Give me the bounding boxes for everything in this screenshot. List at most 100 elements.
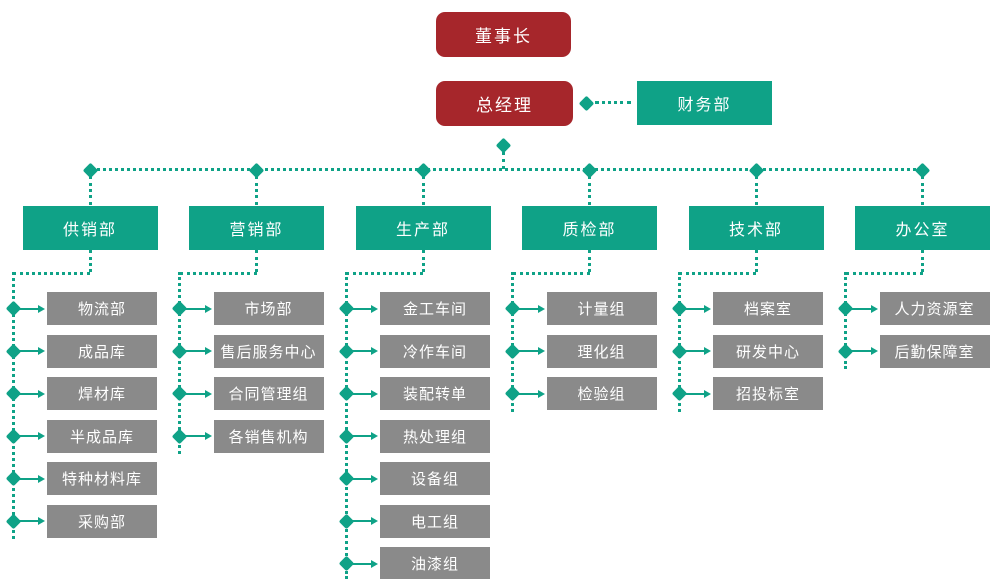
- subunit-node-4-2: 招投标室: [713, 377, 823, 410]
- subtree-rail-line: [677, 272, 681, 412]
- subunit-arrow-line: [184, 435, 206, 437]
- subunit-arrow-head-icon: [371, 432, 378, 440]
- subunit-node-0-4: 特种材料库: [47, 462, 157, 495]
- subunit-arrow-head-icon: [38, 474, 45, 483]
- subunit-node-5-1: 后勤保障室: [879, 334, 990, 368]
- subunit-arrow-line: [18, 350, 39, 352]
- subunit-arrow-line: [184, 350, 206, 352]
- subunit-node-2-0: 金工车间: [380, 292, 490, 325]
- subunit-arrow-head-icon: [371, 474, 378, 483]
- gm-finance-connector-dot: [578, 95, 595, 112]
- subtree-rail-line: [11, 272, 15, 539]
- subunit-arrow-line: [351, 562, 372, 565]
- subunit-arrow-line: [351, 392, 372, 395]
- subunit-arrow-line: [184, 392, 206, 395]
- subunit-arrow-head-icon: [38, 432, 45, 440]
- subunit-arrow-head-icon: [204, 389, 212, 398]
- subtree-rail-line: [844, 272, 847, 369]
- subunit-node-0-1: 成品库: [47, 334, 157, 368]
- subtree-stem-line: [421, 250, 425, 272]
- subunit-node-0-3: 半成品库: [47, 419, 157, 453]
- subtree-rail-line: [511, 272, 514, 412]
- department-drop-line: [588, 176, 591, 205]
- subunit-node-2-4: 设备组: [380, 462, 490, 495]
- subunit-arrow-head-icon: [204, 304, 212, 313]
- subunit-arrow-line: [684, 392, 705, 395]
- subunit-node-0-2: 焊材库: [47, 377, 157, 410]
- subunit-arrow-line: [351, 520, 372, 522]
- subtree-rail-line: [178, 272, 181, 454]
- subunit-arrow-line: [850, 350, 872, 352]
- subunit-node-3-2: 检验组: [546, 377, 657, 410]
- subunit-arrow-head-icon: [38, 304, 45, 313]
- subunit-node-5-0: 人力资源室: [879, 292, 990, 325]
- finance-department-node: 财务部: [637, 81, 772, 125]
- subtree-elbow-line: [179, 272, 257, 275]
- chairman-node: 董事长: [436, 12, 571, 57]
- subunit-arrow-head-icon: [204, 347, 212, 355]
- subunit-arrow-line: [517, 392, 539, 395]
- subtree-stem-line: [88, 250, 92, 272]
- subunit-arrow-line: [18, 477, 39, 480]
- subtree-stem-line: [754, 250, 758, 272]
- subunit-arrow-head-icon: [38, 389, 45, 398]
- subunit-arrow-head-icon: [204, 432, 212, 440]
- subunit-arrow-line: [18, 435, 39, 437]
- subunit-arrow-line: [684, 350, 705, 352]
- department-drop-line: [421, 176, 425, 205]
- subunit-arrow-line: [684, 307, 705, 310]
- subtree-elbow-line: [512, 272, 590, 275]
- subunit-node-3-0: 计量组: [546, 292, 657, 325]
- subunit-arrow-head-icon: [870, 304, 878, 313]
- subtree-stem-line: [588, 250, 591, 272]
- department-node-5: 办公室: [855, 206, 990, 250]
- subunit-arrow-line: [351, 350, 372, 352]
- subunit-node-4-1: 研发中心: [713, 334, 823, 368]
- department-drop-line: [255, 176, 258, 205]
- subunit-node-2-6: 油漆组: [380, 547, 490, 579]
- department-drop-line: [754, 176, 758, 205]
- subunit-node-2-2: 装配转单: [380, 377, 490, 410]
- subunit-arrow-head-icon: [371, 389, 378, 398]
- subunit-arrow-line: [351, 477, 372, 480]
- subtree-elbow-line: [346, 272, 423, 275]
- subunit-arrow-line: [850, 307, 872, 310]
- subunit-node-1-0: 市场部: [213, 292, 324, 325]
- subunit-arrow-line: [517, 307, 539, 310]
- subunit-arrow-line: [18, 392, 39, 395]
- subunit-arrow-head-icon: [371, 304, 378, 313]
- subunit-arrow-head-icon: [371, 559, 378, 568]
- subunit-arrow-head-icon: [704, 389, 711, 398]
- department-drop-line: [88, 176, 92, 205]
- general-manager-node: 总经理: [436, 81, 573, 126]
- subunit-node-2-3: 热处理组: [380, 419, 490, 453]
- department-node-1: 营销部: [189, 206, 324, 250]
- subunit-node-1-2: 合同管理组: [213, 377, 324, 410]
- department-node-3: 质检部: [522, 206, 657, 250]
- subunit-arrow-line: [351, 435, 372, 437]
- subunit-arrow-head-icon: [704, 347, 711, 355]
- subunit-arrow-head-icon: [38, 347, 45, 355]
- subunit-node-0-5: 采购部: [47, 504, 157, 538]
- subtree-rail-line: [344, 272, 348, 579]
- subunit-arrow-line: [517, 350, 539, 352]
- subunit-arrow-head-icon: [537, 347, 545, 355]
- department-node-0: 供销部: [22, 206, 158, 250]
- department-node-4: 技术部: [688, 206, 824, 250]
- subunit-arrow-head-icon: [38, 517, 45, 525]
- subunit-arrow-head-icon: [537, 389, 545, 398]
- subtree-stem-line: [255, 250, 258, 272]
- subunit-node-0-0: 物流部: [47, 292, 157, 325]
- subunit-arrow-line: [351, 307, 372, 310]
- subunit-node-1-1: 售后服务中心: [213, 334, 324, 368]
- subtree-elbow-line: [679, 272, 756, 275]
- subunit-node-2-5: 电工组: [380, 504, 490, 538]
- subunit-arrow-head-icon: [537, 304, 545, 313]
- subunit-node-2-1: 冷作车间: [380, 334, 490, 368]
- subunit-node-3-1: 理化组: [546, 334, 657, 368]
- department-rail-line: [90, 168, 923, 171]
- subunit-node-1-3: 各销售机构: [213, 419, 324, 453]
- subtree-elbow-line: [13, 272, 90, 275]
- subunit-arrow-head-icon: [371, 517, 378, 525]
